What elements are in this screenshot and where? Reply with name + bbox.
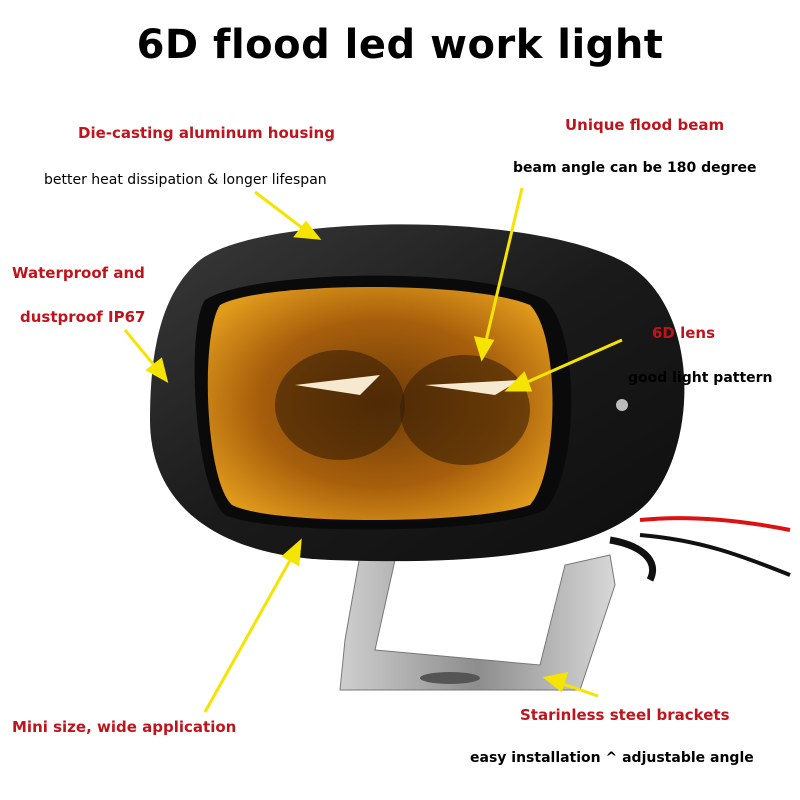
size-heading: Mini size, wide application	[12, 718, 237, 736]
beam-heading: Unique flood beam	[565, 116, 725, 134]
steel-bracket	[339, 554, 616, 691]
housing-heading: Die-casting aluminum housing	[78, 124, 335, 142]
waterproof-line2: dustproof IP67	[20, 308, 146, 326]
housing-detail: better heat dissipation & longer lifespa…	[44, 172, 327, 188]
bracket-heading: Starinless steel brackets	[520, 706, 730, 724]
red-wire	[639, 516, 791, 532]
lens-detail: good light pattern	[628, 370, 773, 386]
waterproof-line1: Waterproof and	[12, 264, 145, 282]
callout-arrows	[123, 187, 623, 713]
bracket-detail: easy installation ^ adjustable angle	[470, 750, 754, 766]
lens-heading: 6D lens	[652, 324, 716, 342]
black-wire	[639, 533, 791, 577]
page-title: 6D flood led work light	[136, 22, 664, 68]
beam-detail: beam angle can be 180 degree	[513, 160, 757, 176]
